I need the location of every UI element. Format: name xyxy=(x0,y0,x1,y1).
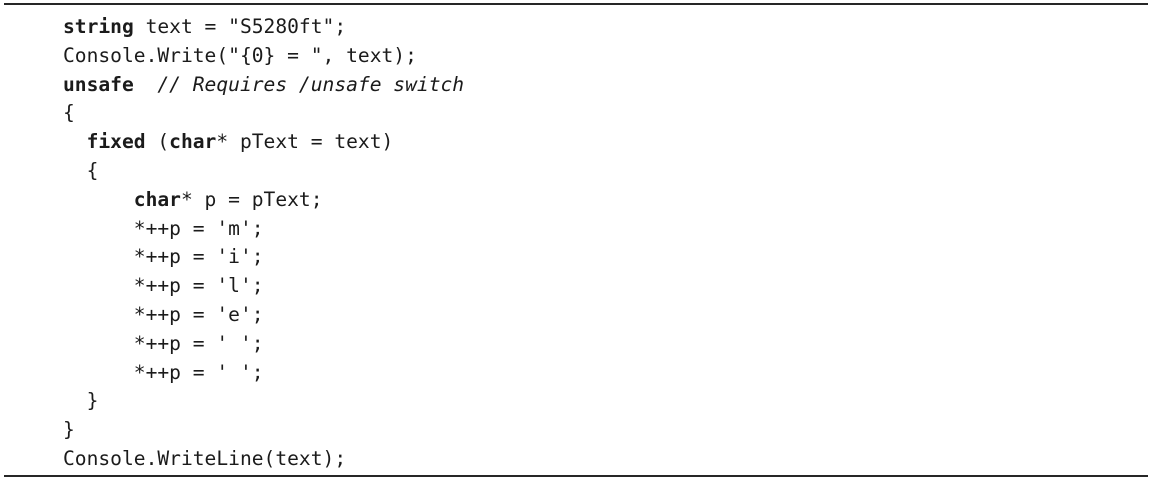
keyword-segment: unsafe xyxy=(63,72,134,96)
code-segment: *++p = 'm'; xyxy=(63,216,264,240)
code-segment: { xyxy=(63,101,75,125)
code-line: { xyxy=(63,99,464,128)
top-rule xyxy=(4,3,1148,5)
bottom-rule xyxy=(4,475,1148,477)
code-segment: ( xyxy=(145,130,170,154)
code-segment: *++p = 'l'; xyxy=(63,274,264,298)
code-line: string text = "S5280ft"; xyxy=(63,13,464,42)
code-line: *++p = 'm'; xyxy=(63,215,464,244)
code-segment xyxy=(134,73,158,96)
code-segment: { xyxy=(63,158,99,182)
code-line: unsafe // Requires /unsafe switch xyxy=(63,71,464,100)
code-segment: Console.Write("{0} = ", text); xyxy=(63,43,417,67)
code-segment: *++p = ' '; xyxy=(63,331,264,355)
code-segment: } xyxy=(63,389,99,413)
code-segment: text = "S5280ft"; xyxy=(133,15,347,38)
code-segment xyxy=(63,130,87,153)
code-line: *++p = 'l'; xyxy=(63,272,464,301)
keyword-segment: char xyxy=(169,130,217,154)
code-line: } xyxy=(63,416,464,445)
keyword-segment: char xyxy=(133,187,181,211)
code-segment xyxy=(63,188,134,211)
code-segment: } xyxy=(63,418,75,442)
code-segment: * p = pText; xyxy=(180,187,323,211)
code-line: *++p = ' '; xyxy=(63,359,464,388)
code-line: fixed (char* pText = text) xyxy=(63,128,464,157)
code-line: *++p = 'e'; xyxy=(63,301,464,330)
keyword-segment: string xyxy=(63,15,134,38)
keyword-segment: fixed xyxy=(86,130,146,154)
code-line: Console.WriteLine(text); xyxy=(63,445,464,474)
code-line: char* p = pText; xyxy=(63,186,464,215)
code-line: *++p = ' '; xyxy=(63,330,464,359)
code-line: Console.Write("{0} = ", text); xyxy=(63,42,464,71)
code-line: } xyxy=(63,387,464,416)
code-segment: *++p = ' '; xyxy=(63,360,264,384)
code-listing: string text = "S5280ft";Console.Write("{… xyxy=(63,13,464,474)
code-segment: Console.WriteLine(text); xyxy=(63,446,347,470)
comment-segment: // Requires /unsafe switch xyxy=(157,72,465,96)
code-segment: *++p = 'i'; xyxy=(63,245,264,269)
code-segment: * pText = text) xyxy=(216,130,394,154)
code-line: { xyxy=(63,157,464,186)
code-segment: *++p = 'e'; xyxy=(63,302,264,326)
code-line: *++p = 'i'; xyxy=(63,243,464,272)
